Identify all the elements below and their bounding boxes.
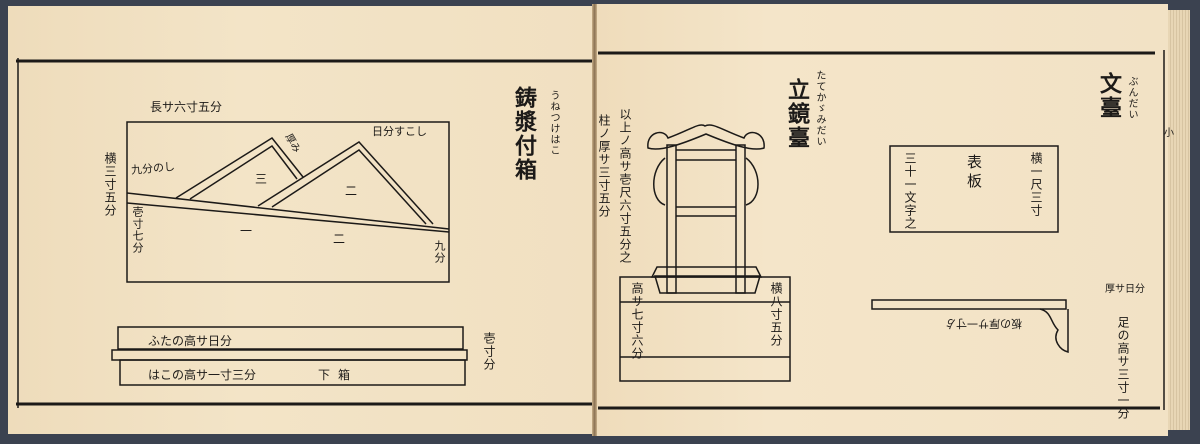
box-plan-drawing <box>126 121 450 283</box>
lower-box-label: 下箱 <box>318 368 359 382</box>
compartment-three: 三 <box>255 172 268 186</box>
lid-height-note: ふたの高サ日分 <box>148 334 233 348</box>
side-dimension: 壱寸分 <box>482 332 496 371</box>
page-edges <box>1168 10 1190 430</box>
margin-mark: 小 <box>1164 128 1174 139</box>
compartment-one: 一 <box>240 224 253 238</box>
mirror-stand-ruby: たてかゞみだい <box>814 70 825 147</box>
right-page-rules <box>598 50 1165 410</box>
board-thickness: 厚サ日分 <box>1105 284 1145 295</box>
writing-desk-title: 文臺 <box>1096 72 1122 120</box>
box-top-note: 長サ六寸五分 <box>150 100 223 114</box>
board-note: 三十一文字之 <box>903 152 917 230</box>
compartment-two-upper: 二 <box>345 184 358 198</box>
compartment-two-lower: 二 <box>333 232 346 246</box>
nine-bu-right: 九分 <box>433 240 446 264</box>
mirror-stand-title: 立鏡臺 <box>784 78 810 150</box>
one-seven-note: 壱寸七分 <box>131 206 144 254</box>
mirror-stand-drawing <box>619 124 791 382</box>
writing-desk-ruby: ぶんだい <box>1126 76 1137 120</box>
top-right-note: 日分すこし <box>372 125 427 138</box>
box-title-ruby: うねつけはこ <box>548 90 559 156</box>
board-width: 横一尺三寸 <box>1029 152 1043 217</box>
box-side-drawing <box>111 326 468 386</box>
right-page <box>596 4 1168 436</box>
leg-inner-note: 板の厚サ一寸ゟ <box>945 317 1022 330</box>
base-height-note: はこの高サ一寸三分 <box>148 368 257 382</box>
pillar-note: 柱ノ厚サ三寸五分 <box>597 114 611 218</box>
writing-desk-drawing <box>871 145 1069 353</box>
top-board-label: 表板 <box>965 154 983 192</box>
stand-base-width: 横八寸五分 <box>769 282 783 347</box>
box-width-label: 横三寸五分 <box>103 152 117 217</box>
left-page-rules <box>16 58 592 408</box>
box-title: 鋳漿付箱 <box>511 86 537 182</box>
stand-base-height: 高サ七寸六分 <box>630 282 644 360</box>
stand-height-note: 以上ノ高サ壱尺六寸五分之 <box>618 108 632 264</box>
leg-height-note: 足の高サ三寸一分 <box>1116 316 1130 420</box>
book-gutter <box>592 4 597 436</box>
left-page <box>8 6 594 434</box>
